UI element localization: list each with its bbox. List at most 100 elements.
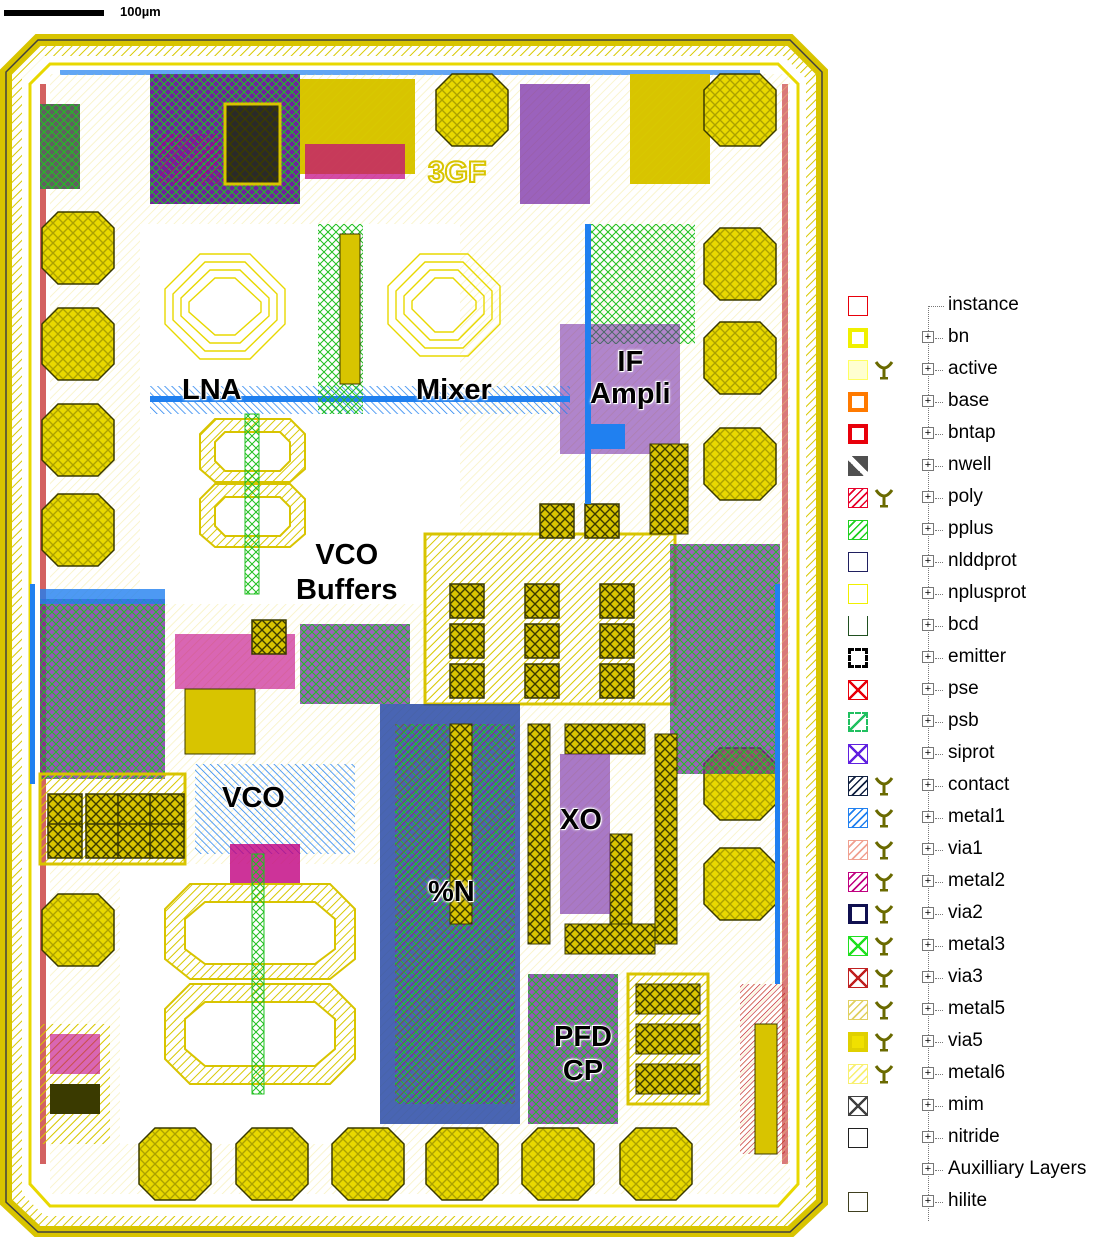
layer-swatch (848, 616, 868, 636)
layer-label: active (948, 358, 998, 379)
layer-label: nlddprot (948, 550, 1017, 571)
layer-label: pplus (948, 518, 994, 539)
visibility-icon[interactable] (874, 1063, 894, 1085)
legend-item-mim[interactable]: + mim (842, 1090, 1104, 1122)
expand-icon[interactable]: + (922, 1163, 934, 1175)
legend-item-pse[interactable]: + pse (842, 674, 1104, 706)
expand-icon[interactable]: + (922, 1035, 934, 1047)
legend-item-pplus[interactable]: + pplus (842, 514, 1104, 546)
legend-item-active[interactable]: + active (842, 354, 1104, 386)
tree-connector (935, 978, 943, 979)
expand-icon[interactable]: + (922, 715, 934, 727)
visibility-icon[interactable] (874, 839, 894, 861)
legend-item-metal2[interactable]: +metal2 (842, 866, 1104, 898)
layer-label: nwell (948, 454, 992, 475)
layer-swatch (848, 456, 868, 476)
legend-item-bn[interactable]: +bn (842, 322, 1104, 354)
expand-icon[interactable]: + (922, 683, 934, 695)
layer-swatch (848, 488, 868, 508)
tree-connector (935, 466, 943, 467)
legend-item-nplusprot[interactable]: +nplusprot (842, 578, 1104, 610)
expand-icon[interactable]: + (922, 587, 934, 599)
expand-icon[interactable]: + (922, 907, 934, 919)
scale-bar-label: 100µm (120, 4, 161, 19)
expand-icon[interactable]: + (922, 747, 934, 759)
tree-connector (935, 722, 943, 723)
visibility-icon[interactable] (874, 967, 894, 989)
legend-item-metal5[interactable]: +metal5 (842, 994, 1104, 1026)
layer-swatch (848, 968, 868, 988)
legend-item-nlddprot[interactable]: + nlddprot (842, 546, 1104, 578)
expand-icon[interactable]: + (922, 1099, 934, 1111)
expand-icon[interactable]: + (922, 555, 934, 567)
legend-item-hilite[interactable]: +hilite (842, 1186, 1104, 1218)
legend-item-base[interactable]: +base (842, 386, 1104, 418)
legend-item-bcd[interactable]: +bcd (842, 610, 1104, 642)
legend-item-via1[interactable]: +via1 (842, 834, 1104, 866)
layer-swatch (848, 680, 868, 700)
legend-item-siprot[interactable]: +siprot (842, 738, 1104, 770)
tree-connector (935, 690, 943, 691)
legend-item-psb[interactable]: +psb (842, 706, 1104, 738)
legend-item-instance[interactable]: instance (842, 290, 1104, 322)
expand-icon[interactable]: + (922, 811, 934, 823)
expand-icon[interactable]: + (922, 427, 934, 439)
legend-item-bntap[interactable]: + bntap (842, 418, 1104, 450)
expand-icon[interactable]: + (922, 875, 934, 887)
expand-icon[interactable]: + (922, 395, 934, 407)
legend-item-nwell[interactable]: + nwell (842, 450, 1104, 482)
layer-swatch (848, 360, 868, 380)
layer-swatch (848, 648, 868, 668)
layer-label: mim (948, 1094, 984, 1115)
visibility-icon[interactable] (874, 935, 894, 957)
legend-item-contact[interactable]: +contact (842, 770, 1104, 802)
legend-item-metal6[interactable]: +metal6 (842, 1058, 1104, 1090)
layer-swatch (848, 1000, 868, 1020)
expand-icon[interactable]: + (922, 1131, 934, 1143)
layer-swatch (848, 424, 868, 444)
expand-icon[interactable]: + (922, 1195, 934, 1207)
visibility-icon[interactable] (874, 1031, 894, 1053)
expand-icon[interactable]: + (922, 491, 934, 503)
tree-connector (935, 434, 943, 435)
expand-icon[interactable]: + (922, 523, 934, 535)
legend-item-nitride[interactable]: + nitride (842, 1122, 1104, 1154)
layer-label: pse (948, 678, 979, 699)
expand-icon[interactable]: + (922, 363, 934, 375)
legend-item-metal1[interactable]: +metal1 (842, 802, 1104, 834)
expand-icon[interactable]: + (922, 779, 934, 791)
visibility-icon[interactable] (874, 903, 894, 925)
visibility-icon[interactable] (874, 999, 894, 1021)
tree-connector (935, 818, 943, 819)
expand-icon[interactable]: + (922, 459, 934, 471)
visibility-icon[interactable] (874, 807, 894, 829)
layer-label: bntap (948, 422, 996, 443)
expand-icon[interactable]: + (922, 1003, 934, 1015)
layer-swatch (848, 1064, 868, 1084)
visibility-icon[interactable] (874, 775, 894, 797)
legend-item-via3[interactable]: +via3 (842, 962, 1104, 994)
legend-item-via2[interactable]: +via2 (842, 898, 1104, 930)
layer-label: nitride (948, 1126, 1000, 1147)
legend-item-metal3[interactable]: +metal3 (842, 930, 1104, 962)
legend-item-poly[interactable]: +poly (842, 482, 1104, 514)
legend-item-auxilliary-layers[interactable]: +Auxilliary Layers (842, 1154, 1104, 1186)
expand-icon[interactable]: + (922, 331, 934, 343)
tree-connector (935, 1138, 943, 1139)
expand-icon[interactable]: + (922, 619, 934, 631)
expand-icon[interactable]: + (922, 843, 934, 855)
visibility-icon[interactable] (874, 487, 894, 509)
expand-icon[interactable]: + (922, 939, 934, 951)
tree-connector (935, 1074, 943, 1075)
visibility-icon[interactable] (874, 871, 894, 893)
expand-icon[interactable]: + (922, 971, 934, 983)
layer-swatch (848, 328, 868, 348)
legend-item-via5[interactable]: +via5 (842, 1026, 1104, 1058)
tree-connector (935, 882, 943, 883)
visibility-icon[interactable] (874, 359, 894, 381)
layer-swatch (848, 552, 868, 572)
expand-icon[interactable]: + (922, 1067, 934, 1079)
expand-icon[interactable]: + (922, 651, 934, 663)
layer-swatch (848, 936, 868, 956)
legend-item-emitter[interactable]: +emitter (842, 642, 1104, 674)
